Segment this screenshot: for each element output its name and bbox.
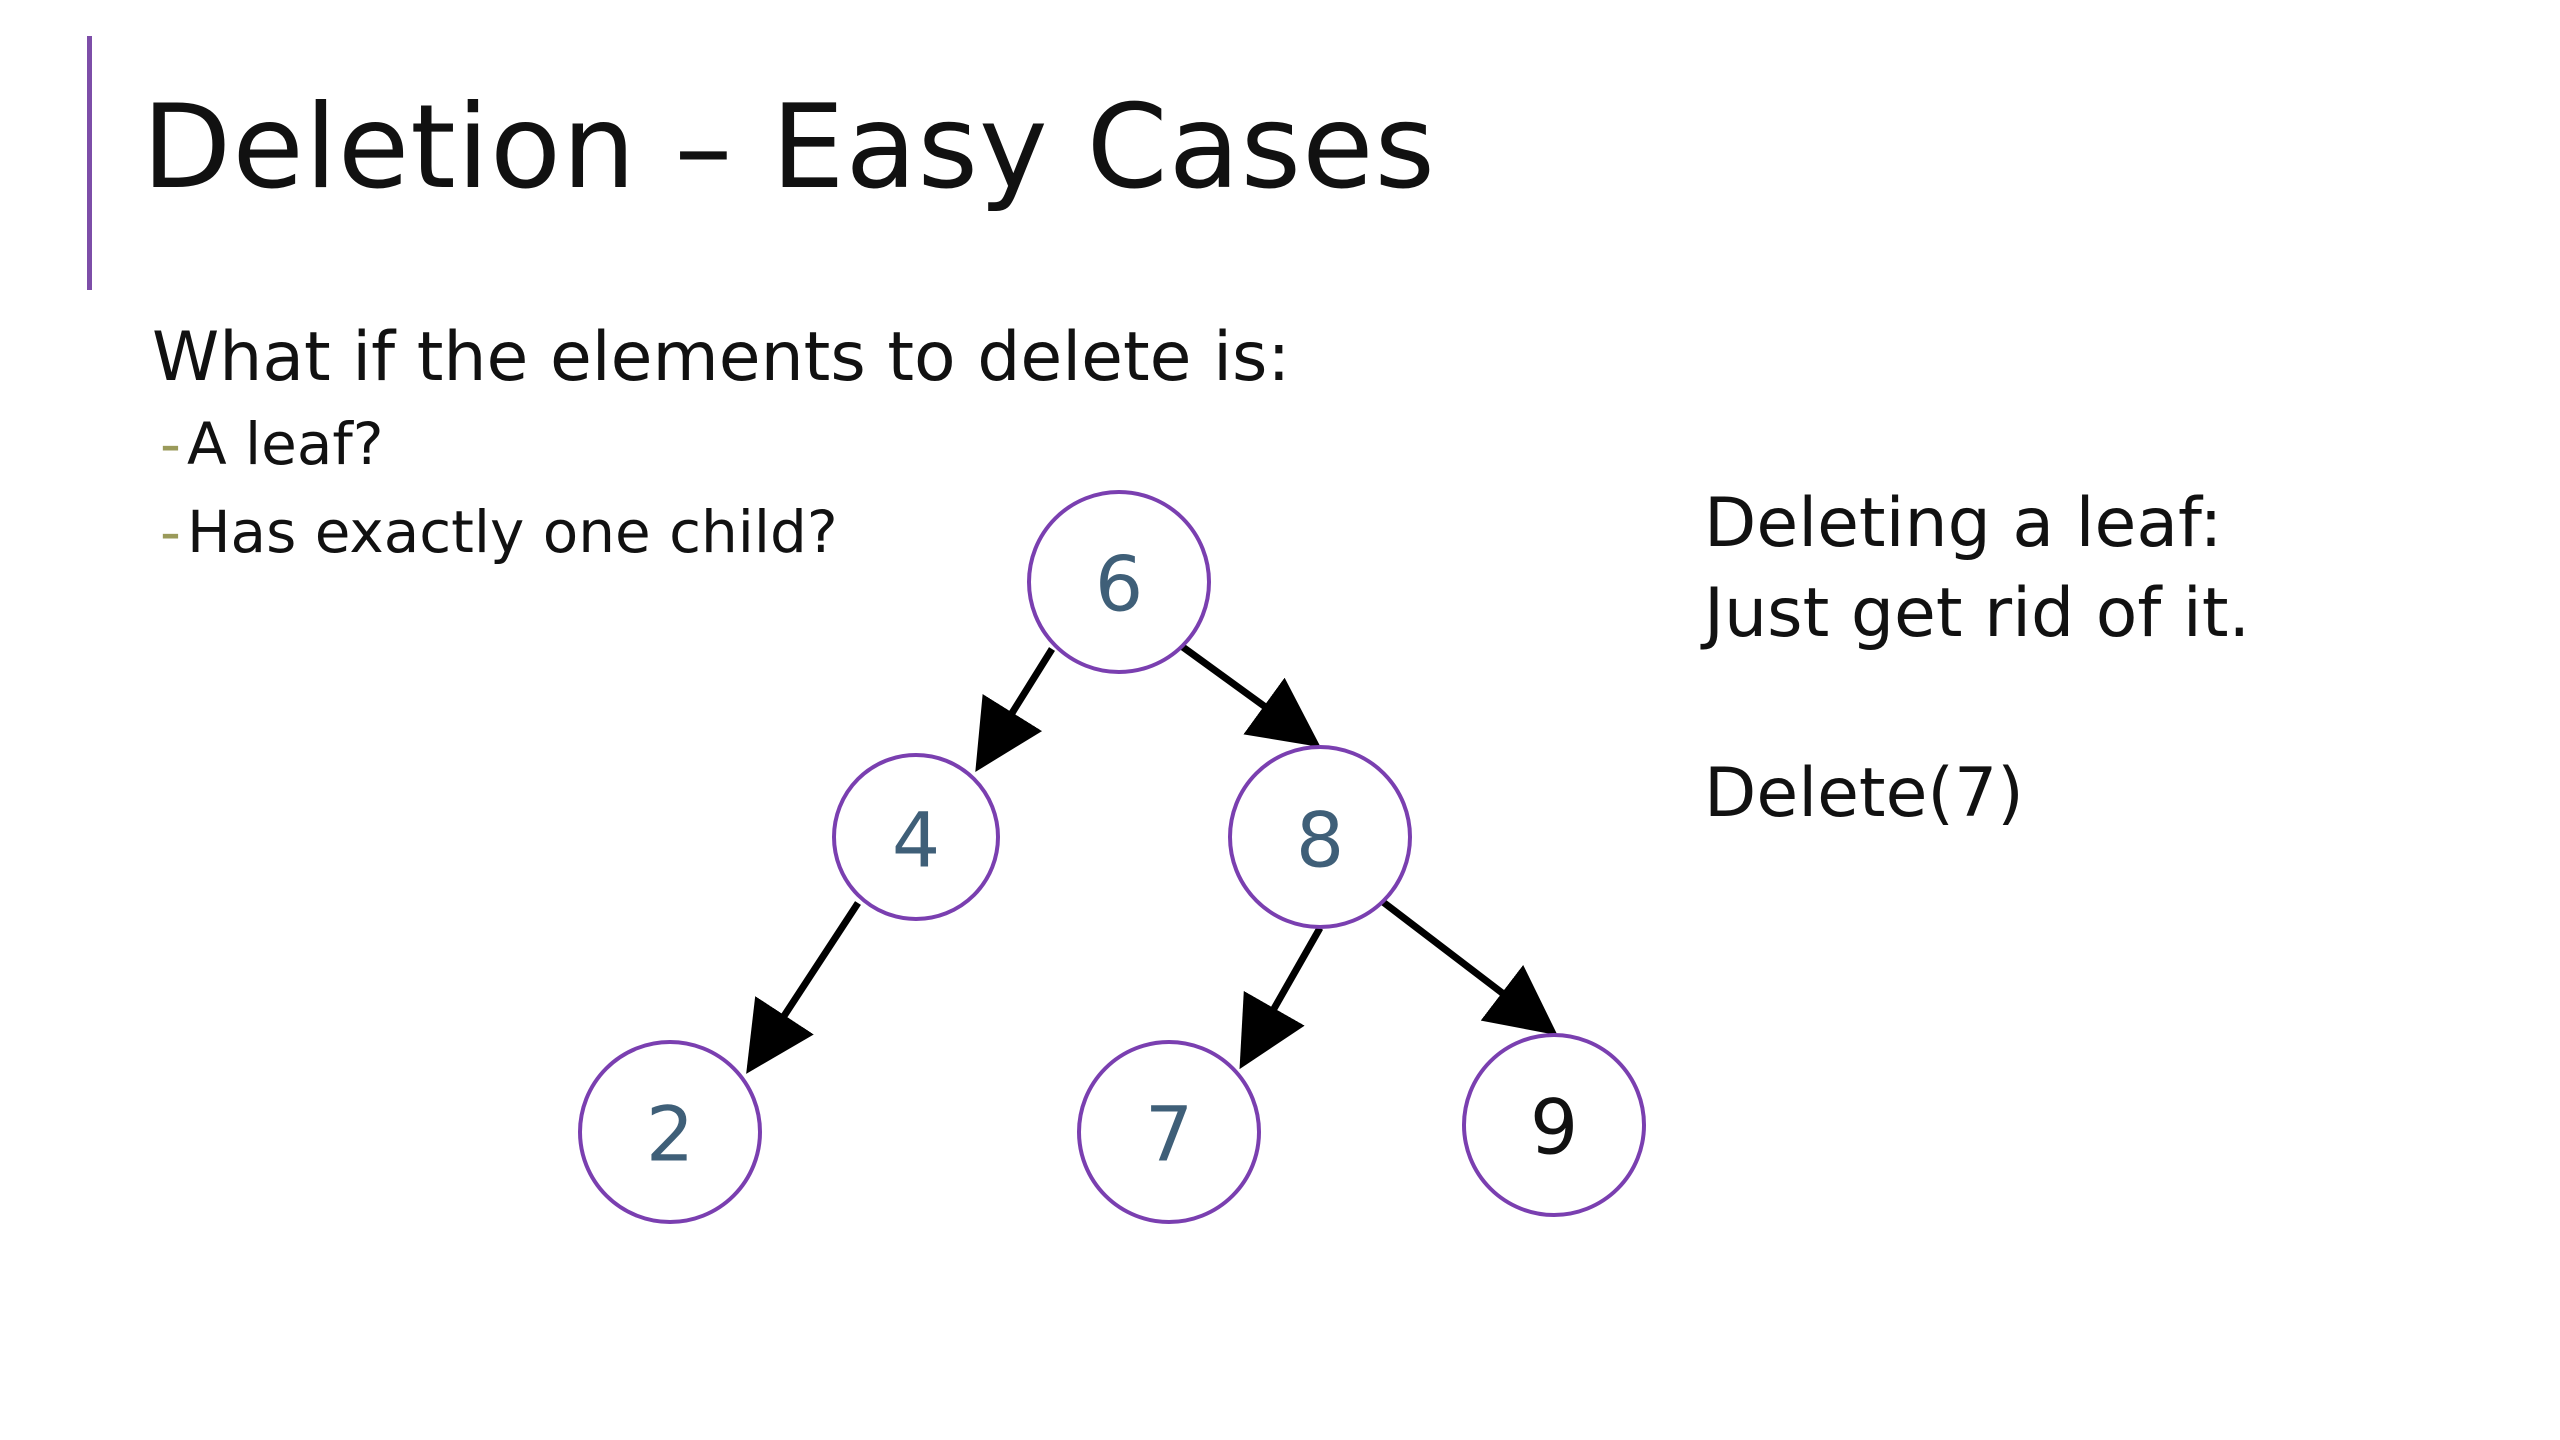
bullet-dash: -	[160, 410, 181, 478]
title-accent-bar	[87, 36, 92, 290]
node-label: 2	[646, 1090, 694, 1179]
node-circle	[1462, 1033, 1646, 1217]
edge-8-to-9	[1380, 899, 1558, 1036]
node-circle	[1077, 1040, 1261, 1224]
node-circle	[1027, 490, 1211, 674]
node-label: 6	[1095, 540, 1143, 629]
edge-8-to-7	[1239, 926, 1324, 1070]
edge-6-to-8	[1177, 642, 1321, 748]
slide-title: Deletion – Easy Cases	[142, 80, 1436, 215]
tree-node-9: 9	[1462, 1033, 1646, 1217]
side-note-operation: Delete(7)	[1704, 754, 2024, 833]
tree-node-6: 6	[1027, 490, 1211, 674]
intro-text: What if the elements to delete is:	[152, 318, 1291, 397]
bullet-dash: -	[160, 498, 181, 566]
node-label: 7	[1145, 1090, 1193, 1179]
edge-6-to-4	[975, 647, 1055, 772]
node-circle	[1228, 745, 1412, 929]
tree-node-7: 7	[1077, 1040, 1261, 1224]
tree-node-2: 2	[578, 1040, 762, 1224]
node-circle	[832, 753, 1000, 921]
node-label: 9	[1530, 1083, 1578, 1172]
side-note-body: Just get rid of it.	[1704, 574, 2251, 653]
node-circle	[578, 1040, 762, 1224]
bullet-leaf: -A leaf?	[160, 404, 384, 484]
tree-node-8: 8	[1228, 745, 1412, 929]
edge-4-to-2	[746, 901, 861, 1074]
node-label: 8	[1296, 796, 1344, 885]
bullet-text: A leaf?	[186, 410, 384, 478]
bullet-text: Has exactly one child?	[186, 498, 838, 566]
tree-node-4: 4	[832, 753, 1000, 921]
side-note-heading: Deleting a leaf:	[1704, 484, 2223, 563]
node-label: 4	[892, 796, 940, 885]
bullet-one-child: -Has exactly one child?	[160, 492, 838, 572]
